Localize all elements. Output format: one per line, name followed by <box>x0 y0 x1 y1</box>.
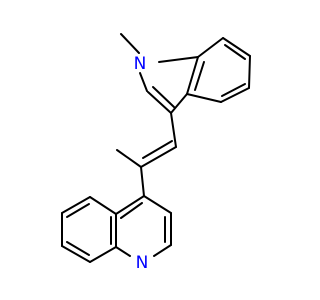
vinyl-bond-2 <box>116 149 142 168</box>
quinoline-pyridine-bond-6 <box>115 195 145 215</box>
quinoline-benzene-bond-4 <box>61 245 91 263</box>
indole-benzene-bond-2 <box>222 37 251 57</box>
quinoline-pyridine-bond-6-inner <box>120 202 143 219</box>
indole-bond-c7a-n1 <box>158 56 199 63</box>
quinoline-benzene-bond-1 <box>89 196 117 215</box>
molecule-structure: N N <box>61 33 251 273</box>
indole-benzene-bond-2-inner <box>224 44 246 60</box>
indole-benzene-bond-4 <box>220 87 250 103</box>
quinoline-benzene-bond-5 <box>89 246 117 263</box>
indole-benzene-bond-3 <box>248 55 251 89</box>
methyl-bond <box>120 33 140 54</box>
indole-benzene-bond-1 <box>197 37 224 58</box>
quinoline-pyridine-bond-1 <box>143 195 172 214</box>
indole-benzene-bond-5 <box>186 93 222 103</box>
structure-canvas: N N <box>61 33 251 273</box>
quinoline-pyridine-bond-4 <box>115 246 131 257</box>
quinoline-benzene-bond-4-inner <box>66 241 90 256</box>
vinyl-double-bond <box>140 146 177 168</box>
indole-bond-c2-c3-inner <box>152 86 175 108</box>
indole-bond-c2-c3 <box>147 91 172 114</box>
vinyl-double-bond-inner <box>142 140 173 159</box>
quinoline-nitrogen-label: N <box>136 253 149 273</box>
indole-bond-c3-c3a <box>170 93 188 114</box>
vinyl-bond-1 <box>170 112 177 148</box>
vinyl-bond-3 <box>140 166 145 197</box>
quinoline-pyridine-bond-3 <box>153 244 172 257</box>
indole-benzene-bond-6-inner <box>194 61 205 91</box>
indole-bond-n1-c2 <box>139 72 148 92</box>
indole-bond-c3a-c7a <box>186 56 199 95</box>
indole-benzene-bond-4-inner <box>221 83 246 97</box>
quinoline-benzene-bond-2-inner <box>66 203 90 218</box>
indole-nitrogen-label: N <box>134 54 147 74</box>
quinoline-benzene-bond-2 <box>61 196 91 214</box>
